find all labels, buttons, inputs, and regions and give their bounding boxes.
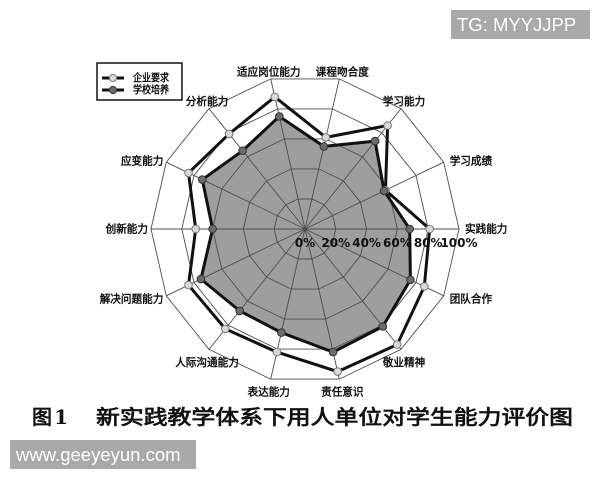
data-point-school bbox=[198, 175, 207, 184]
axis-label: 实践能力 bbox=[465, 222, 507, 236]
figure-number: 图 1 bbox=[32, 405, 68, 429]
data-point-enterprise bbox=[392, 340, 402, 349]
legend-marker-light-icon bbox=[108, 73, 118, 83]
axis-label: 敬业精神 bbox=[382, 355, 425, 369]
radial-tick-label: 60% bbox=[383, 236, 412, 250]
data-point-enterprise bbox=[221, 324, 230, 334]
data-point-enterprise bbox=[420, 282, 429, 291]
data-point-school bbox=[277, 328, 286, 337]
data-point-enterprise bbox=[224, 129, 234, 139]
radial-tick-label: 40% bbox=[352, 236, 381, 250]
axis-spoke bbox=[304, 161, 444, 230]
data-point-school bbox=[406, 275, 415, 285]
legend-marker-dark-icon bbox=[108, 85, 118, 95]
data-point-enterprise bbox=[425, 224, 435, 234]
data-point-enterprise bbox=[333, 367, 342, 376]
figure-caption-text: 新实践教学体系下用人单位对学生能力评价图 bbox=[96, 405, 573, 429]
data-point-enterprise bbox=[270, 92, 280, 102]
axis-spoke bbox=[270, 78, 306, 230]
legend-box bbox=[96, 62, 183, 101]
radial-tick-label: 100% bbox=[440, 236, 477, 250]
watermark-top-right: TG: MYYJJPP bbox=[451, 10, 590, 39]
data-point-school bbox=[379, 186, 389, 196]
legend-item-enterprise: 企业要求 bbox=[102, 71, 169, 84]
data-point-enterprise bbox=[272, 347, 282, 357]
data-point-school bbox=[275, 112, 284, 121]
radial-tick-label: 0% bbox=[295, 236, 315, 250]
data-point-school bbox=[196, 274, 206, 284]
axis-label: 团队合作 bbox=[450, 291, 492, 305]
legend-label-enterprise: 企业要求 bbox=[132, 71, 169, 84]
legend-label-school: 学校培养 bbox=[133, 83, 169, 96]
radial-tick-label: 20% bbox=[321, 236, 350, 250]
data-point-school bbox=[328, 347, 338, 357]
data-point-school bbox=[208, 224, 217, 234]
axis-spoke bbox=[304, 78, 340, 230]
data-point-enterprise bbox=[383, 121, 392, 130]
school-area-fill bbox=[200, 116, 411, 353]
axis-label: 人际沟通能力 bbox=[175, 355, 239, 369]
area-layer bbox=[200, 116, 411, 353]
data-point-school bbox=[235, 306, 244, 316]
axis-label: 创新能力 bbox=[105, 222, 148, 236]
axis-label: 学习能力 bbox=[383, 94, 425, 108]
data-point-enterprise bbox=[321, 133, 331, 142]
data-point-school bbox=[370, 136, 380, 146]
marker-layer bbox=[184, 92, 435, 376]
radial-tick-labels: 0% 20%40%60%80%100% bbox=[295, 236, 478, 250]
axis-label: 课程吻合度 bbox=[316, 64, 370, 78]
axis-spoke bbox=[208, 108, 306, 230]
data-point-school bbox=[378, 322, 388, 331]
data-point-school bbox=[238, 146, 247, 155]
figure-caption: 图 1 新实践教学体系下用人单位对学生能力评价图 bbox=[32, 405, 573, 429]
axis-label: 适应岗位能力 bbox=[237, 64, 301, 78]
legend: 企业要求 学校培养 bbox=[96, 62, 183, 101]
data-point-school bbox=[319, 142, 329, 151]
axis-label: 学习成绩 bbox=[450, 154, 492, 168]
data-point-enterprise bbox=[184, 280, 193, 290]
radial-tick-label: 80% bbox=[414, 236, 443, 250]
axis-label: 解决问题能力 bbox=[100, 291, 164, 305]
data-point-school bbox=[405, 224, 415, 234]
axis-label: 表达能力 bbox=[247, 385, 290, 399]
axis-label: 应变能力 bbox=[121, 154, 163, 168]
legend-item-school: 学校培养 bbox=[102, 83, 169, 96]
data-point-enterprise bbox=[184, 168, 193, 178]
data-point-enterprise bbox=[191, 224, 200, 234]
watermark-bottom-left: www.geeyeyun.com bbox=[10, 440, 196, 469]
axis-label: 责任意识 bbox=[321, 385, 363, 399]
axis-label: 分析能力 bbox=[186, 94, 228, 108]
